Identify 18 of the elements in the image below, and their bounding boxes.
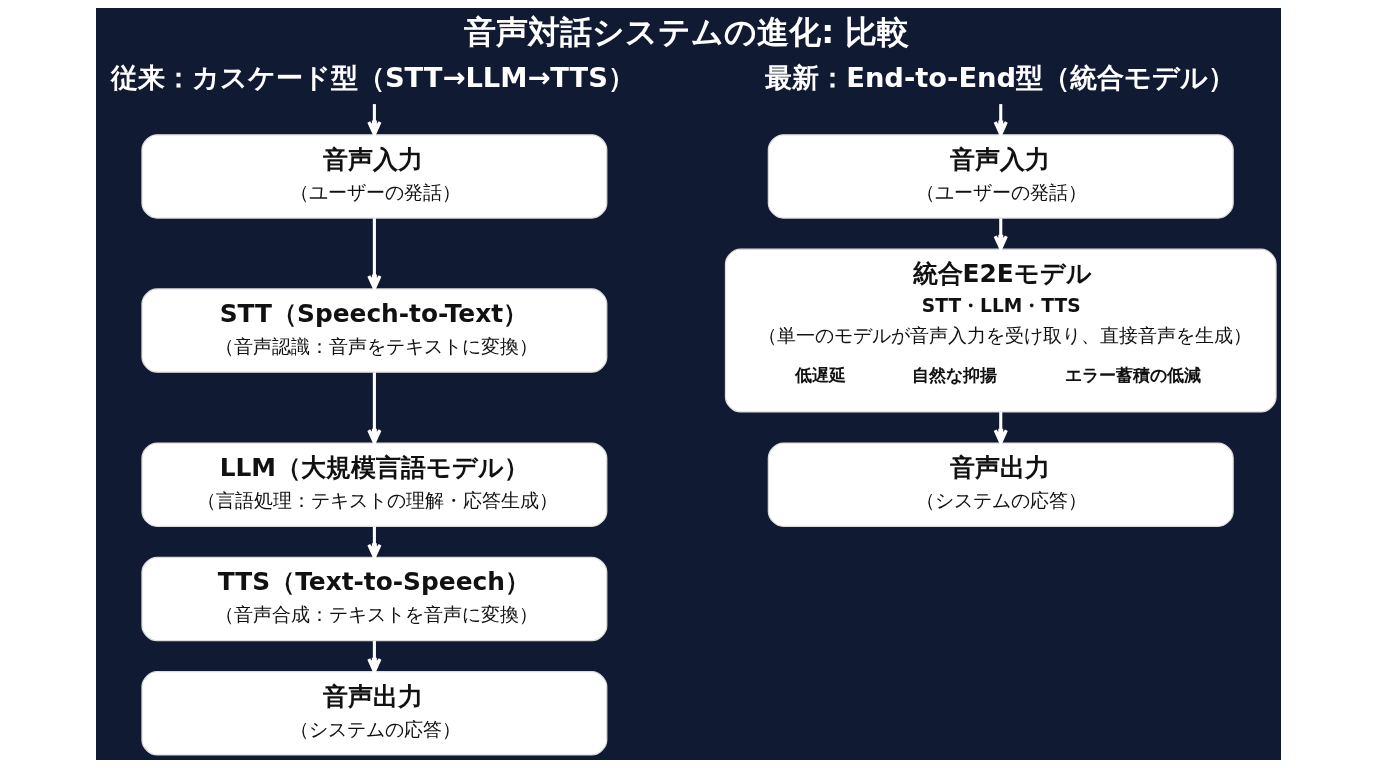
arrow <box>993 218 1008 251</box>
node-text: 最新：End-to-End型（統合モデル） <box>764 62 1235 94</box>
node-text: 従来：カスケード型（STT→LLM→TTS） <box>110 62 635 94</box>
arrow <box>366 104 382 137</box>
node-box: 音声出力 （システムの応答） <box>767 442 1234 527</box>
diagram-title: 音声対話システムの進化: 比較 <box>463 12 909 51</box>
node-box: 音声入力 （ユーザーの発話） <box>140 134 607 219</box>
node-box: TTS（Text-to-Speech） （音声合成：テキストを音声に変換） <box>140 556 607 642</box>
node-box: 統合E2Eモデル STT・LLM・TTS （単一のモデルが音声入力を受け取り、直接音声を生成） 低遅延 自然な抑揚 エラー蓄積の低減 <box>724 248 1277 413</box>
arrow <box>366 640 382 674</box>
arrow <box>993 412 1008 445</box>
node-box: 音声出力 （システムの応答） <box>140 671 607 756</box>
arrow <box>366 218 382 291</box>
node-box: 音声入力 （ユーザーの発話） <box>767 134 1234 219</box>
arrow <box>993 104 1008 137</box>
node-box: LLM（大規模言語モデル） （言語処理：テキストの理解・応答生成） <box>140 442 607 527</box>
node-box: STT（Speech-to-Text） （音声認識：音声をテキストに変換） <box>140 288 607 373</box>
arrow <box>366 372 382 445</box>
